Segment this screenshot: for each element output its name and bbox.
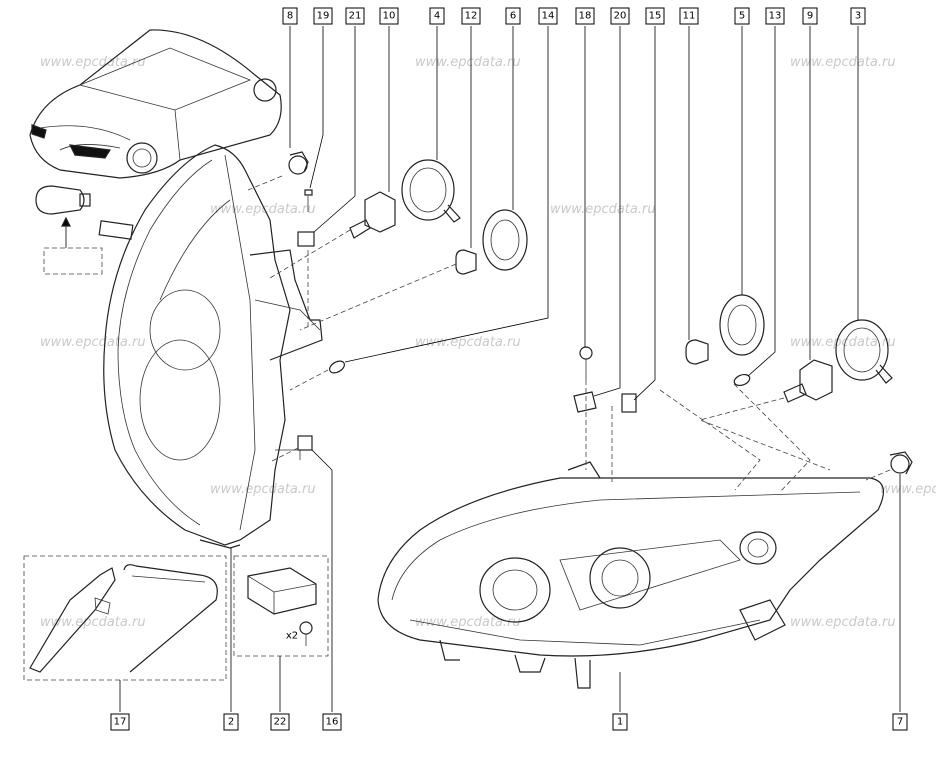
svg-text:18: 18	[579, 11, 592, 22]
svg-text:11: 11	[683, 11, 696, 22]
callout-label: 16	[322, 713, 342, 731]
svg-text:14: 14	[542, 11, 555, 22]
bulbs-and-connectors-left	[288, 151, 528, 451]
svg-text:22: 22	[274, 717, 287, 728]
headlamp-assembly-front	[377, 461, 885, 689]
callout-label: 21	[345, 7, 365, 25]
leader-lines	[119, 26, 901, 712]
watermark: www.epcdata.ru	[40, 335, 146, 350]
callout-label: 12	[461, 7, 481, 25]
svg-text:21: 21	[349, 11, 362, 22]
callout-label: 10	[379, 7, 399, 25]
callout-label: 1	[612, 713, 628, 731]
watermarks: www.epcdata.ru www.epcdata.ru www.epcdat…	[40, 55, 936, 630]
svg-text:7: 7	[897, 717, 903, 728]
svg-text:1: 1	[617, 717, 623, 728]
svg-text:17: 17	[114, 717, 127, 728]
car-illustration	[29, 29, 282, 179]
callout-label: 11	[679, 7, 699, 25]
quantity-label: x2	[286, 631, 298, 642]
bulb-legend	[35, 185, 134, 275]
svg-text:13: 13	[769, 11, 782, 22]
callout-label: 15	[645, 7, 665, 25]
watermark: www.epcdata.ru	[880, 482, 936, 497]
callout-labels: 8 19 21 10 4 12 6 14 18 20 15 11 5 13 9 …	[110, 7, 908, 731]
svg-text:6: 6	[510, 11, 516, 22]
callout-label: 4	[429, 7, 445, 25]
watermark: www.epcdata.ru	[210, 482, 316, 497]
callout-label: 13	[765, 7, 785, 25]
watermark: www.epcdata.ru	[415, 55, 521, 70]
watermark: www.epcdata.ru	[415, 335, 521, 350]
svg-text:2: 2	[228, 717, 234, 728]
svg-text:9: 9	[807, 11, 813, 22]
bulbs-and-connectors-right	[573, 294, 913, 475]
svg-text:20: 20	[614, 11, 627, 22]
svg-text:12: 12	[465, 11, 478, 22]
callout-label: 9	[802, 7, 818, 25]
ballast-module-box: x2	[233, 555, 329, 657]
callout-label: 17	[110, 713, 130, 731]
callout-label: 22	[270, 713, 290, 731]
callout-label: 20	[610, 7, 630, 25]
svg-text:10: 10	[383, 11, 396, 22]
svg-text:16: 16	[326, 717, 339, 728]
callout-label: 7	[892, 713, 908, 731]
callout-label: 18	[575, 7, 595, 25]
callout-label: 8	[282, 7, 298, 25]
headlamp-housing-rear	[103, 144, 323, 549]
svg-text:3: 3	[855, 11, 861, 22]
callout-label: 19	[313, 7, 333, 25]
callout-label: 14	[538, 7, 558, 25]
svg-text:5: 5	[739, 11, 745, 22]
svg-text:19: 19	[317, 11, 330, 22]
trim-parts-box	[23, 555, 227, 681]
watermark: www.epcdata.ru	[790, 335, 896, 350]
svg-text:15: 15	[649, 11, 662, 22]
watermark: www.epcdata.ru	[40, 615, 146, 630]
watermark: www.epcdata.ru	[790, 615, 896, 630]
watermark: www.epcdata.ru	[210, 202, 316, 217]
watermark: www.epcdata.ru	[40, 55, 146, 70]
watermark: www.epcdata.ru	[550, 202, 656, 217]
watermark: www.epcdata.ru	[790, 55, 896, 70]
callout-label: 3	[850, 7, 866, 25]
watermark: www.epcdata.ru	[415, 615, 521, 630]
callout-label: 2	[223, 713, 239, 731]
svg-text:8: 8	[287, 11, 293, 22]
svg-text:4: 4	[434, 11, 440, 22]
callout-label: 6	[505, 7, 521, 25]
callout-label: 5	[734, 7, 750, 25]
